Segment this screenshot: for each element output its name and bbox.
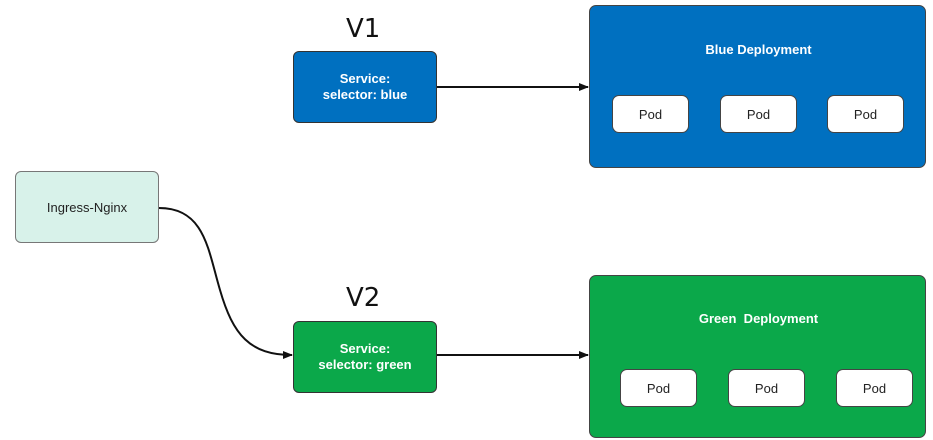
connector-ingress-to-green-service bbox=[158, 207, 293, 359]
ingress-label: Ingress-Nginx bbox=[46, 199, 128, 215]
green-pod: Pod bbox=[728, 369, 805, 407]
green-deployment-box: Green Deployment Pod Pod Pod bbox=[589, 275, 926, 438]
ingress-nginx-box: Ingress-Nginx bbox=[15, 171, 159, 243]
blue-pod: Pod bbox=[827, 95, 904, 133]
green-service-box: Service: selector: green bbox=[293, 321, 437, 393]
version-label-v1: V1 bbox=[346, 14, 381, 44]
blue-pod: Pod bbox=[720, 95, 797, 133]
green-service-line1: Service: bbox=[339, 341, 391, 356]
blue-deployment-box: Blue Deployment Pod Pod Pod bbox=[589, 5, 926, 168]
green-service-line2: selector: green bbox=[318, 357, 412, 372]
blue-service-line1: Service: bbox=[339, 71, 391, 86]
blue-service-line2: selector: blue bbox=[322, 87, 408, 102]
green-deployment-title: Green Deployment bbox=[698, 311, 819, 326]
blue-pod: Pod bbox=[612, 95, 689, 133]
version-label-v2: V2 bbox=[346, 283, 381, 313]
green-pod: Pod bbox=[836, 369, 913, 407]
blue-service-box: Service: selector: blue bbox=[293, 51, 437, 123]
green-pod: Pod bbox=[620, 369, 697, 407]
blue-deployment-title: Blue Deployment bbox=[705, 42, 812, 57]
